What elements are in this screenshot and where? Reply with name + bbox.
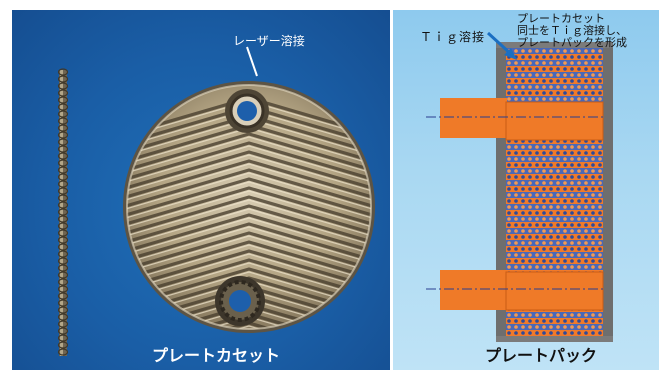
bottom-port: [215, 276, 265, 326]
plate-pack-diagram: [426, 31, 613, 342]
laser-weld-pointer: [246, 46, 258, 77]
top-port: [225, 89, 269, 133]
plate-cassette-illustration: [57, 46, 375, 356]
lower-nozzle: [426, 270, 604, 311]
tig-weld-label: Ｔｉｇ溶接: [420, 30, 486, 44]
weld-note-line: 同士をＴｉｇ溶接し、: [517, 24, 627, 37]
weld-note-line: プレートパックを形成: [517, 36, 627, 49]
plate-cassette-panel: レーザー溶接 プレートカセット: [12, 10, 390, 370]
plate-edge-view: [57, 68, 69, 356]
weld-note-line: プレートカセット: [517, 12, 605, 25]
upper-nozzle: [426, 98, 604, 141]
plate-pack-panel: Ｔｉｇ溶接 プレートカセット 同士をＴｉｇ溶接し、 プレートパックを形成 プレー…: [393, 10, 659, 370]
laser-weld-label: レーザー溶接: [233, 34, 305, 48]
weld-note: プレートカセット 同士をＴｉｇ溶接し、 プレートパックを形成: [517, 13, 627, 49]
plate-cassette-caption: プレートカセット: [152, 346, 281, 365]
plate-pack-caption: プレートパック: [485, 346, 598, 365]
tig-weld-arrow: [486, 31, 517, 60]
pack-frame: [496, 42, 613, 342]
